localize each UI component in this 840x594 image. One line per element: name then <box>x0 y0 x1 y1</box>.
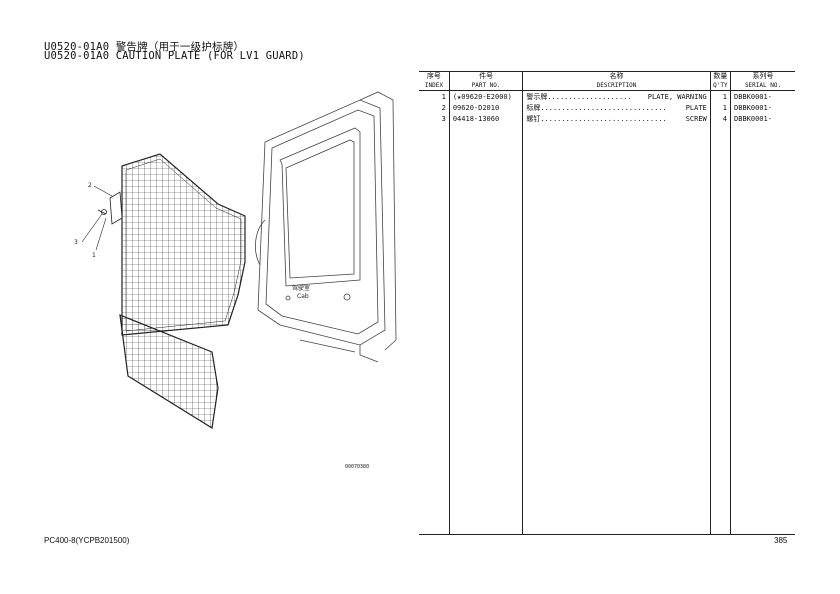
table-empty-space <box>419 124 795 535</box>
caution-plate-part <box>97 191 123 225</box>
row-description: 螺钉..............................SCREW <box>522 113 711 124</box>
page-number: 385 <box>774 536 788 545</box>
row-description: 警示牌....................PLATE, WARNING <box>522 90 711 102</box>
row-description: 标牌..............................PLATE <box>522 102 711 113</box>
callout-3: 3 <box>74 239 78 246</box>
row-index: 1 <box>419 90 450 102</box>
figure-number: 00070380 <box>345 464 370 470</box>
row-serial-no: DBBK0001- <box>734 115 772 123</box>
row-qty: 1 <box>710 90 732 102</box>
cab-label: 驾驶室 Cab <box>292 284 310 300</box>
cab-label-english: Cab <box>297 293 309 300</box>
cab-label-chinese: 驾驶室 <box>292 284 310 292</box>
callout-1: 1 <box>92 252 96 259</box>
page-title-english: U0520-01A0 CAUTION PLATE (FOR LV1 GUARD) <box>44 50 305 62</box>
row-serial-no: DBBK0001- <box>734 93 772 101</box>
footer-model: PC400-8(YCPB201500) <box>44 536 130 545</box>
row-part-no: 04418-13060 <box>449 113 524 124</box>
row-qty: 1 <box>710 102 732 113</box>
callout-2: 2 <box>88 182 92 189</box>
parts-illustration: 驾驶室 Cab 2 3 1 <box>74 91 397 429</box>
callout-leaders <box>81 185 113 251</box>
row-index: 2 <box>419 102 450 113</box>
row-part-no: 09620-D2010 <box>449 102 524 113</box>
page-title-chinese: U0520-01A0 警告牌（用于一级护标牌） <box>44 41 245 53</box>
row-qty: 4 <box>710 113 732 124</box>
row-index: 3 <box>419 113 450 124</box>
table-row: 2 09620-D2010 标牌........................… <box>419 102 795 113</box>
row-serial-no: DBBK0001- <box>734 104 772 112</box>
row-part-no: (★09620-E2000) <box>449 90 524 102</box>
table-row: 1 (★09620-E2000) 警示牌....................… <box>419 90 795 102</box>
cab-outline <box>255 91 397 363</box>
table-row: 3 04418-13060 螺钉........................… <box>419 113 795 124</box>
